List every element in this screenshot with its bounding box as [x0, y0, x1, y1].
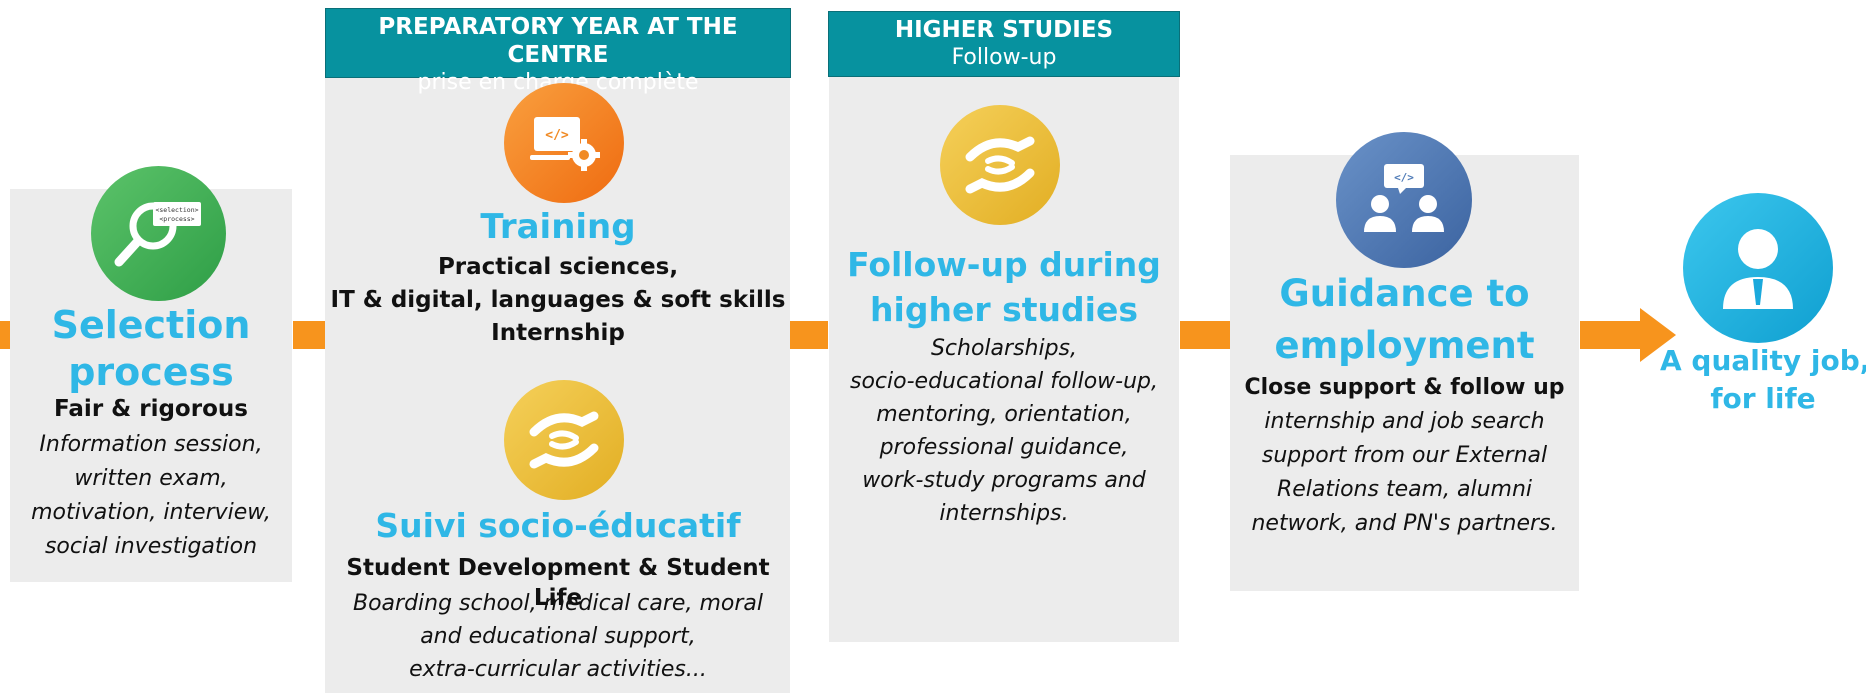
badge-line2: <process> [159, 215, 194, 223]
prep-header: PREPARATORY YEAR AT THE CENTRE prise en … [325, 8, 791, 95]
employment-title: Guidance to employment [1274, 272, 1535, 367]
suivi-subtitle: Student Development & Student Life [346, 555, 770, 611]
suivi-details: Boarding school, medical care, moral and… [353, 591, 763, 682]
badge-line1: <selection> [155, 206, 198, 214]
job-title: A quality job, for life [1660, 344, 1866, 415]
helping-hands-icon [504, 380, 624, 500]
connector-prep-to-higher [790, 321, 828, 349]
employment-details: internship and job search support from o… [1251, 409, 1558, 536]
selection-title: Selection process [51, 303, 251, 394]
connector-selection-to-prep [293, 321, 325, 349]
helping-hands-icon [940, 105, 1060, 225]
prep-header-title: PREPARATORY YEAR AT THE CENTRE [378, 14, 738, 68]
higher-title: Follow-up during higher studies [847, 245, 1161, 329]
selection-details: Information session, written exam, motiv… [31, 432, 271, 559]
svg-text:</>: </> [545, 128, 569, 143]
higher-header-subtitle: Follow-up [951, 45, 1057, 70]
professional-person-icon [1683, 193, 1833, 343]
selection-subtitle: Fair & rigorous [54, 396, 248, 422]
connector-left-edge [0, 321, 10, 349]
employment-subtitle: Close support & follow up [1244, 375, 1565, 400]
training-details: Practical sciences, IT & digital, langua… [330, 254, 786, 346]
higher-header: HIGHER STUDIES Follow-up [828, 11, 1180, 77]
higher-details: Scholarships, socio-educational follow-u… [850, 336, 1158, 526]
arrowhead-to-job [1640, 308, 1676, 362]
connector-higher-to-employment [1180, 321, 1230, 349]
svg-text:</>: </> [1394, 171, 1414, 184]
mentoring-people-icon: </> [1336, 132, 1472, 268]
connector-employment-to-job [1580, 321, 1640, 349]
higher-header-title: HIGHER STUDIES [894, 17, 1114, 43]
training-title: Training [480, 207, 636, 247]
suivi-title: Suivi socio-éducatif [375, 506, 741, 545]
magnifier-code-icon: <selection> <process> [91, 166, 226, 301]
computer-gear-icon: </> [504, 83, 624, 203]
